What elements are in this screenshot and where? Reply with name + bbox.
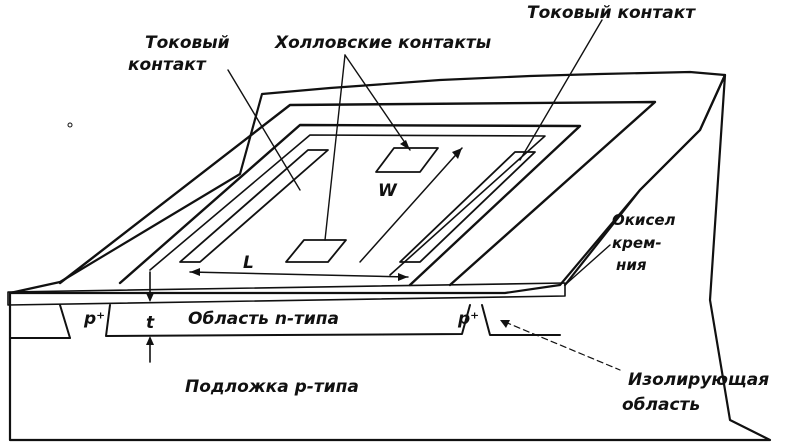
isolation-ring-outer <box>58 100 657 287</box>
label-n-region: Область n-типа <box>188 309 339 329</box>
label-oxide-2: крем- <box>612 234 662 252</box>
thickness-arrow-bottom <box>146 336 154 345</box>
label-oxide-3: ния <box>616 256 647 274</box>
label-substrate: Подложка p-типа <box>185 377 359 397</box>
length-arrow-right <box>398 273 408 281</box>
leader-left-current-contact <box>227 69 301 191</box>
thickness-arrow-top <box>146 293 154 302</box>
label-isolation-2: область <box>622 395 700 415</box>
hall-contact-top <box>375 147 439 173</box>
p-plus-left-section <box>59 304 71 339</box>
hall-contact-bottom <box>285 239 347 263</box>
leader-hall-contact-bottom <box>324 54 346 241</box>
leader-right-current-contact <box>519 19 603 161</box>
leader-isolation <box>504 321 621 371</box>
label-thickness: t <box>146 313 155 333</box>
label-hall-contacts: Холловские контакты <box>274 33 491 53</box>
leader-hall-arrowhead <box>400 140 410 150</box>
label-isolation-1: Изолирующая <box>628 370 769 390</box>
oxide-layer <box>7 282 566 306</box>
label-p-plus-right: p⁺ <box>457 309 479 329</box>
chip-top-surface <box>8 70 727 295</box>
chip-front-face <box>8 73 772 442</box>
label-current-contact-right: Токовый контакт <box>527 3 696 23</box>
left-current-contact <box>179 149 329 263</box>
width-arrow-top <box>452 148 462 159</box>
leader-hall-contact-top <box>344 54 411 151</box>
leader-isolation-arrowhead <box>500 320 510 328</box>
label-p-plus-left: p⁺ <box>83 309 105 329</box>
label-oxide-1: Окисел <box>612 211 676 229</box>
width-dimension-line <box>359 147 463 263</box>
active-region-outline <box>149 134 546 276</box>
label-width: W <box>378 181 398 201</box>
length-arrow-left <box>190 268 200 276</box>
p-plus-right-section <box>481 304 561 336</box>
n-region-section <box>105 304 471 337</box>
n-region-ring <box>118 123 582 287</box>
label-current-contact-left-2: контакт <box>128 55 207 75</box>
label-length: L <box>243 253 254 273</box>
surface-mark <box>67 122 73 128</box>
label-current-contact-left-1: Токовый <box>145 33 230 53</box>
length-dimension-line <box>189 271 409 278</box>
right-current-contact <box>399 151 536 263</box>
leader-oxide <box>564 244 611 286</box>
